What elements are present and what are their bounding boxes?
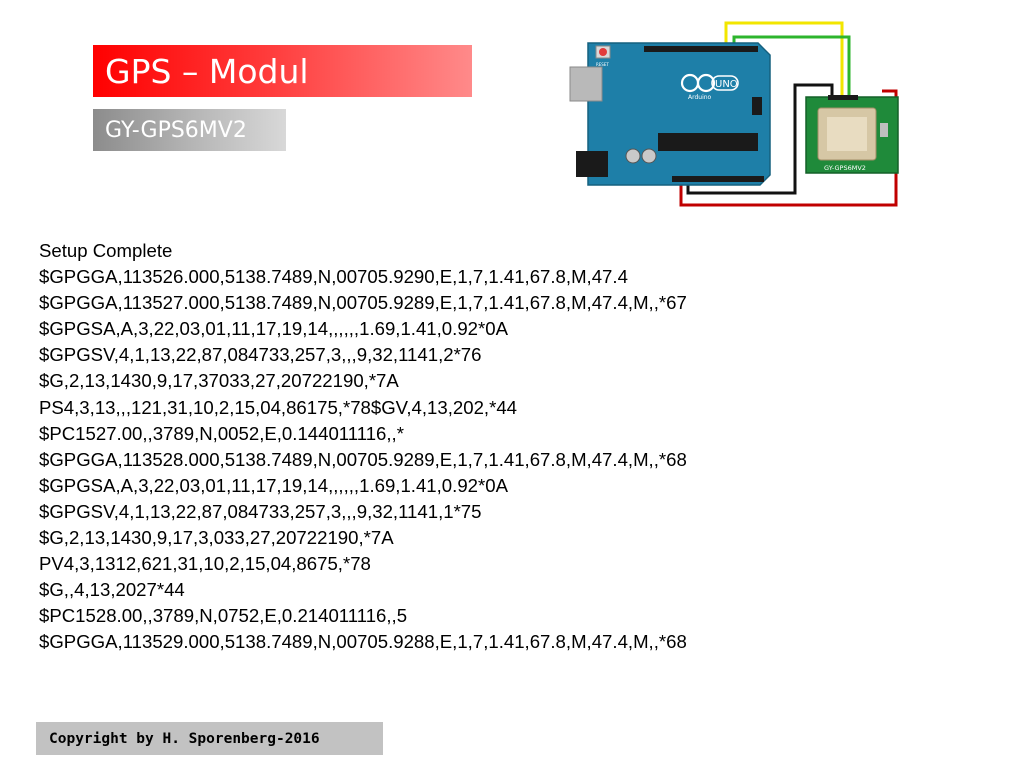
wiring-diagram: RESET UNO Arduino GY-GPS6MV2	[569, 21, 899, 207]
serial-line: $G,2,13,1430,9,17,37033,27,20722190,*7A	[39, 370, 399, 392]
serial-line: $GPGGA,113528.000,5138.7489,N,00705.9289…	[39, 448, 687, 470]
serial-line: $GPGGA,113526.000,5138.7489,N,00705.9290…	[39, 266, 628, 288]
gps-module: GY-GPS6MV2	[805, 95, 899, 174]
serial-line: $G,,4,13,2027*44	[39, 579, 185, 601]
analog-header	[672, 176, 764, 182]
usb-connector	[569, 66, 603, 102]
black-wire	[686, 83, 834, 195]
serial-line: PV4,3,1312,621,31,10,2,15,04,8675,*78	[39, 553, 371, 575]
copyright-box: Copyright by H. Sporenberg-2016	[36, 722, 383, 755]
serial-line: $GPGSA,A,3,22,03,01,11,17,19,14,,,,,,1.6…	[39, 474, 508, 496]
green-wire	[732, 35, 851, 97]
arduino-uno-board: RESET UNO Arduino	[569, 42, 771, 186]
serial-monitor-output: Setup Complete $GPGGA,113526.000,5138.74…	[39, 238, 999, 656]
slide-subtitle: GY-GPS6MV2	[105, 117, 247, 143]
serial-line: $G,2,13,1430,9,17,3,033,27,20722190,*7A	[39, 527, 394, 549]
capacitor	[625, 148, 641, 164]
serial-line: $GPGGA,113529.000,5138.7489,N,00705.9288…	[39, 631, 687, 653]
serial-line: Setup Complete	[39, 240, 173, 261]
serial-line: $PC1527.00,,3789,N,0052,E,0.144011116,,*	[39, 422, 404, 444]
serial-line: PS4,3,13,,,121,31,10,2,15,04,86175,*78$G…	[39, 396, 517, 418]
serial-line: $GPGSV,4,1,13,22,87,084733,257,3,,,9,32,…	[39, 500, 482, 522]
board-brand: Arduino	[688, 94, 712, 101]
board-logo-uno: UNO	[715, 79, 738, 90]
red-wire	[679, 89, 898, 207]
power-jack	[576, 151, 608, 177]
slide-title: GPS – Modul	[105, 51, 309, 91]
capacitor	[641, 148, 657, 164]
digital-header	[644, 46, 758, 52]
title-banner: GPS – Modul	[93, 45, 472, 97]
atmega-chip	[658, 133, 758, 151]
yellow-wire	[724, 21, 844, 97]
serial-line: $PC1528.00,,3789,N,0752,E,0.214011116,,5	[39, 605, 408, 627]
copyright-text: Copyright by H. Sporenberg-2016	[49, 730, 320, 747]
serial-line: $GPGSV,4,1,13,22,87,084733,257,3,,,9,32,…	[39, 344, 482, 366]
module-label: GY-GPS6MV2	[824, 164, 866, 172]
reset-label: RESET	[596, 62, 609, 67]
serial-line: $GPGSA,A,3,22,03,01,11,17,19,14,,,,,,1.6…	[39, 318, 508, 340]
subtitle-banner: GY-GPS6MV2	[93, 109, 286, 151]
serial-line: $GPGGA,113527.000,5138.7489,N,00705.9289…	[39, 292, 687, 314]
